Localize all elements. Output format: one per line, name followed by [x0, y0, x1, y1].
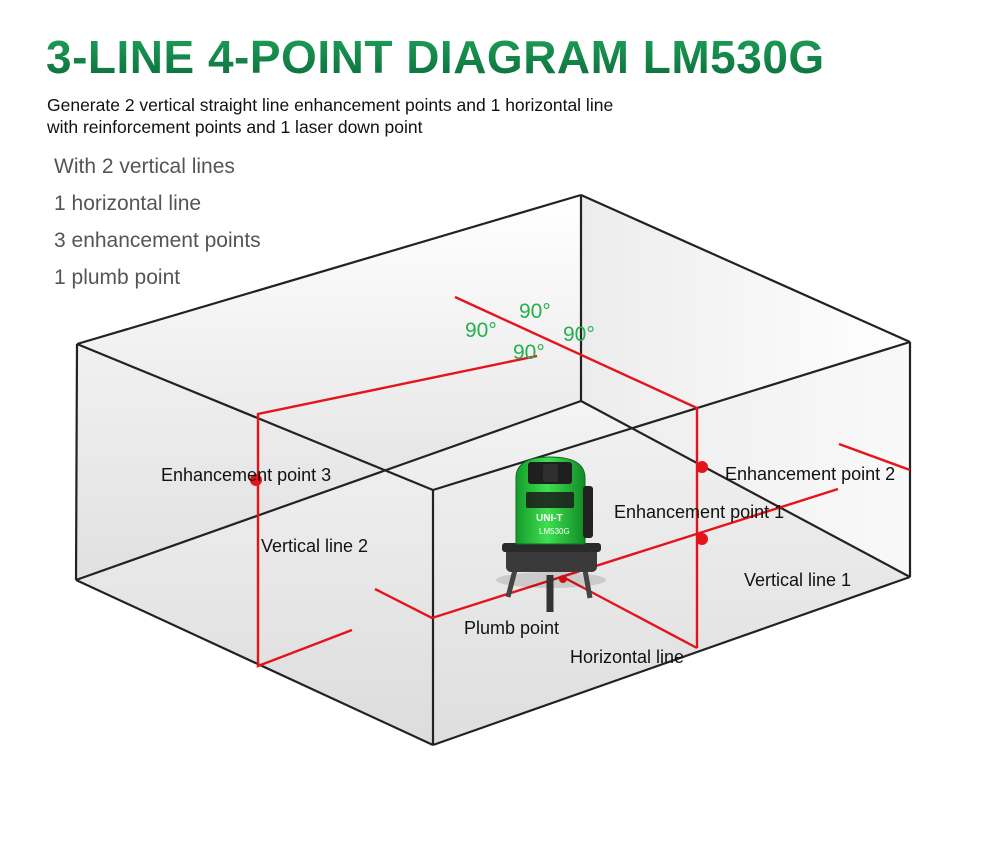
room-edge [432, 340, 911, 492]
horizontal-line-path-front [374, 487, 839, 620]
device-base-rim [502, 543, 601, 552]
vertical-line-1-floor [562, 575, 698, 650]
vertical-line-2-label: Vertical line 2 [261, 536, 368, 556]
room-edge [76, 342, 434, 492]
angle-label-right: 90° [563, 323, 595, 346]
enhancement-point-2-label: Enhancement point 2 [725, 464, 895, 484]
enhancement-point-1-label: Enhancement point 1 [614, 502, 784, 522]
device-leg [505, 569, 518, 598]
front-glass-left [76, 344, 433, 745]
horizontal-line-label: Horizontal line [570, 647, 684, 667]
feature-item: With 2 vertical lines [54, 155, 235, 178]
room-edge [432, 575, 911, 747]
vertical-line-1-path [454, 295, 699, 648]
feature-list: With 2 vertical lines 1 horizontal line … [54, 153, 261, 301]
room-edge [76, 193, 582, 346]
device-model-label: LM530G [539, 527, 570, 536]
page-title: 3-LINE 4-POINT DIAGRAM LM530G [46, 31, 825, 83]
subtitle-line-2: with reinforcement points and 1 laser do… [47, 117, 423, 137]
enhancement-point-3-label: Enhancement point 3 [161, 465, 331, 485]
room-box [74, 193, 912, 747]
vertical-line-1-label: Vertical line 1 [744, 570, 851, 590]
room-edge [74, 343, 79, 581]
device-top-emitter [543, 464, 558, 482]
plumb-point-dot [559, 575, 567, 583]
angle-label-top: 90° [519, 300, 551, 323]
laser-level-device: UNI-T LM530G [496, 456, 606, 612]
horizontal-line-path [838, 442, 911, 472]
front-glass-right [433, 342, 910, 745]
feature-item: 3 enhancement points [54, 229, 261, 252]
feature-item: 1 plumb point [54, 266, 181, 289]
feature-item: 1 horizontal line [54, 192, 202, 215]
room-edge [580, 400, 911, 578]
angle-label-left: 90° [465, 319, 497, 342]
plumb-point-label: Plumb point [464, 618, 559, 638]
device-front-window [526, 492, 574, 508]
enhancement-point-1-dot [696, 533, 708, 545]
room-edge [580, 193, 911, 344]
subtitle: Generate 2 vertical straight line enhanc… [47, 94, 747, 138]
subtitle-line-1: Generate 2 vertical straight line enhanc… [47, 95, 614, 115]
floor [76, 401, 910, 745]
enhancement-point-2-dot [696, 461, 708, 473]
vertical-line-2-path [256, 354, 538, 668]
device-brand-label: UNI-T [536, 513, 563, 524]
enhancement-point-3-dot [250, 474, 262, 486]
angle-label-bottom: 90° [513, 341, 545, 364]
room-edge [75, 579, 434, 746]
device-leg [582, 569, 593, 599]
laser-lines [256, 295, 911, 668]
device-handle [583, 486, 593, 538]
device-base [506, 547, 597, 572]
right-back-wall [581, 195, 910, 577]
back-wall [76, 195, 581, 580]
room-edge [75, 399, 582, 582]
